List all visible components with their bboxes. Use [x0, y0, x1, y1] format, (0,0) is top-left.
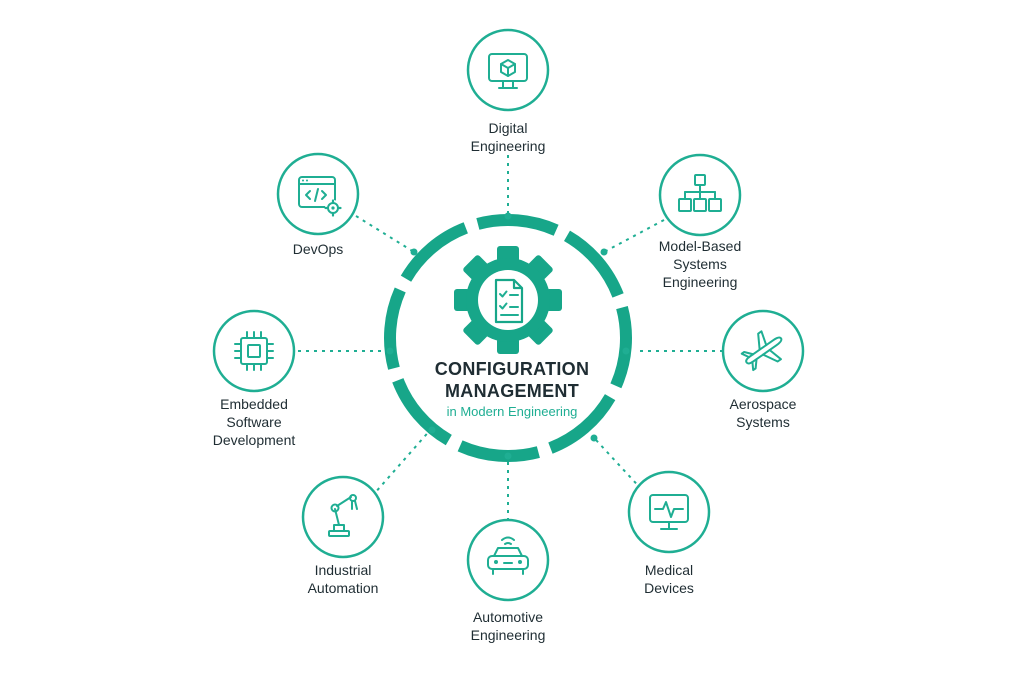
- label-industrial-automation: Industrial Automation: [307, 562, 379, 596]
- gear-document-checklist-icon: [454, 246, 562, 354]
- connector-industrial: [373, 427, 433, 495]
- label-digital-engineering: Digital Engineering: [470, 120, 546, 154]
- code-window-gear-icon: [298, 176, 342, 217]
- center-subtitle: in Modern Engineering: [446, 404, 578, 419]
- connected-car-icon: [487, 536, 529, 575]
- node-digital-engineering: [466, 28, 550, 112]
- label-automotive-engineering: Automotive Engineering: [470, 609, 546, 643]
- robotic-arm-icon: [328, 494, 358, 537]
- microchip-icon: [234, 331, 274, 371]
- connector-medical: [595, 439, 645, 493]
- airplane-icon: [740, 330, 783, 372]
- hierarchy-diagram-icon: [678, 174, 722, 212]
- node-embedded-software-development: [212, 309, 296, 393]
- center-title-line1: CONFIGURATION: [434, 359, 590, 379]
- connector-lines: [298, 155, 722, 520]
- node-aerospace-systems: [721, 309, 805, 393]
- node-industrial-automation: [301, 475, 385, 559]
- monitor-cube-icon: [488, 53, 528, 89]
- connector-devops: [355, 215, 415, 253]
- node-devops: [276, 152, 360, 236]
- node-model-based-systems-engineering: [658, 153, 742, 237]
- label-medical-devices: Medical Devices: [644, 562, 694, 596]
- label-devops: DevOps: [292, 241, 344, 257]
- node-automotive-engineering: [466, 518, 550, 602]
- heartbeat-monitor-icon: [649, 494, 689, 530]
- label-aerospace-systems: Aerospace Systems: [729, 396, 797, 430]
- connector-model-based: [603, 219, 665, 253]
- central-ring: [384, 212, 632, 462]
- node-medical-devices: [627, 470, 711, 554]
- center-title-line2: MANAGEMENT: [445, 381, 579, 401]
- label-embedded-software-development: Embedded Software Development: [212, 396, 296, 448]
- label-model-based-systems-engineering: Model-Based Systems Engineering: [658, 238, 742, 290]
